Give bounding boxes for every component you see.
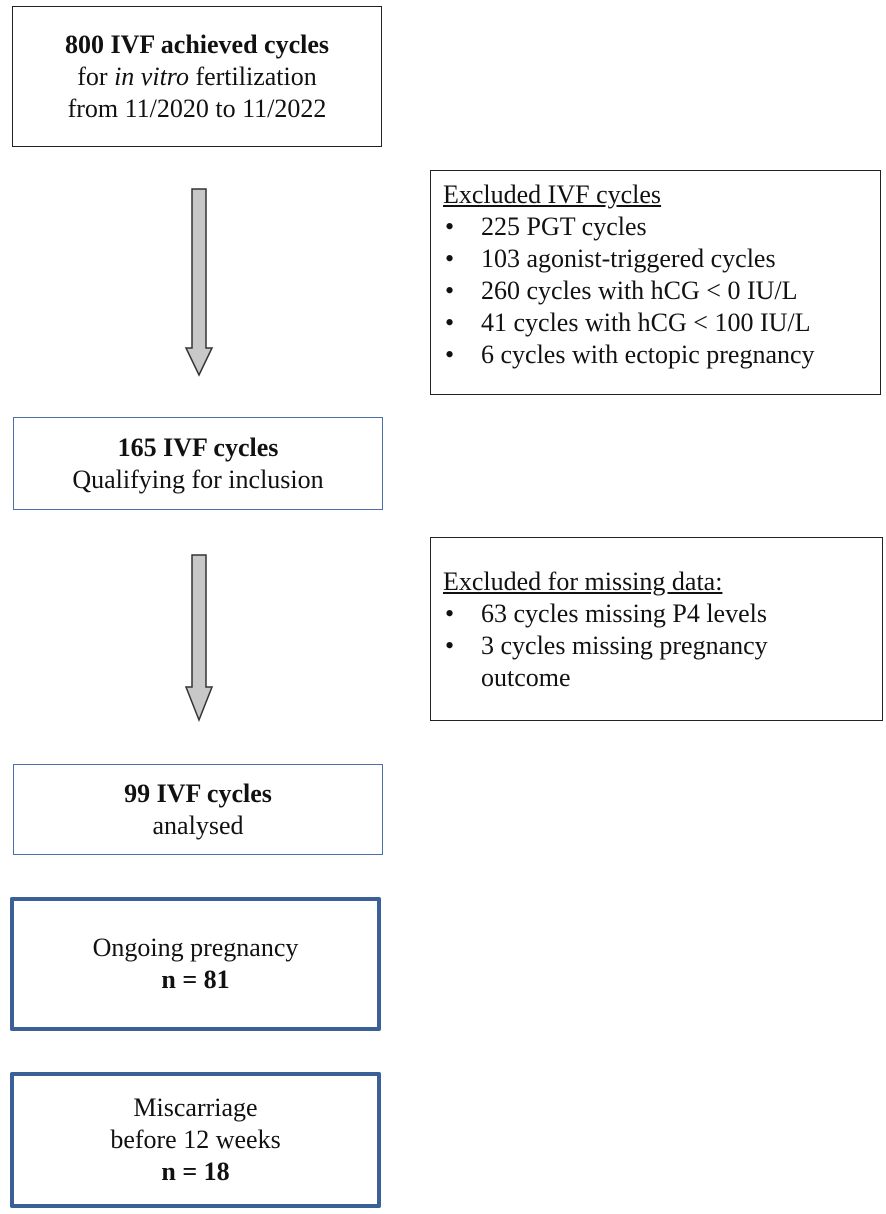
inclusion-box-title: 165 IVF cycles: [117, 432, 279, 462]
inclusion-box-subtitle: Qualifying for inclusion: [72, 464, 324, 494]
exclusion-box-1-title: Excluded IVF cycles: [443, 180, 662, 209]
exclusion-list-2: •63 cycles missing P4 levels •3 cycles m…: [443, 598, 882, 694]
start-box-title: 800 IVF achieved cycles: [64, 29, 330, 59]
list-item: •41 cycles with hCG < 100 IU/L: [445, 308, 811, 337]
exclusion-box-2-title: Excluded for missing data:: [443, 567, 723, 596]
start-box-subtitle: for in vitro fertilization: [77, 61, 317, 91]
list-item: •6 cycles with ectopic pregnancy: [445, 340, 815, 369]
down-arrow-1: [184, 188, 214, 377]
start-box: 800 IVF achieved cycles for in vitro fer…: [12, 6, 382, 147]
start-box-italic: in vitro: [114, 61, 189, 91]
analysed-box-title: 99 IVF cycles: [124, 778, 272, 808]
miscarriage-count: n = 18: [161, 1157, 230, 1186]
down-arrow-2: [184, 554, 214, 723]
miscarriage-label: Miscarriage: [133, 1093, 258, 1122]
miscarriage-timeframe: before 12 weeks: [110, 1125, 281, 1154]
inclusion-box: 165 IVF cycles Qualifying for inclusion: [13, 417, 383, 510]
ongoing-pregnancy-label: Ongoing pregnancy: [92, 933, 299, 962]
list-item: •103 agonist-triggered cycles: [445, 244, 776, 273]
list-item: •225 PGT cycles: [445, 212, 647, 241]
ongoing-pregnancy-box: Ongoing pregnancy n = 81: [10, 897, 381, 1031]
list-item: •63 cycles missing P4 levels: [445, 599, 767, 628]
start-box-date-range: from 11/2020 to 11/2022: [67, 93, 327, 123]
list-item: •3 cycles missing pregnancy outcome: [445, 631, 768, 692]
list-item: •260 cycles with hCG < 0 IU/L: [445, 276, 798, 305]
exclusion-box-ivf-cycles: Excluded IVF cycles •225 PGT cycles •103…: [430, 170, 881, 395]
exclusion-list-1: •225 PGT cycles •103 agonist-triggered c…: [443, 211, 880, 371]
analysed-box-subtitle: analysed: [152, 810, 244, 840]
analysed-box: 99 IVF cycles analysed: [13, 764, 383, 855]
miscarriage-box: Miscarriage before 12 weeks n = 18: [10, 1072, 381, 1208]
exclusion-box-missing-data: Excluded for missing data: •63 cycles mi…: [430, 537, 883, 721]
ongoing-pregnancy-count: n = 81: [161, 965, 230, 994]
